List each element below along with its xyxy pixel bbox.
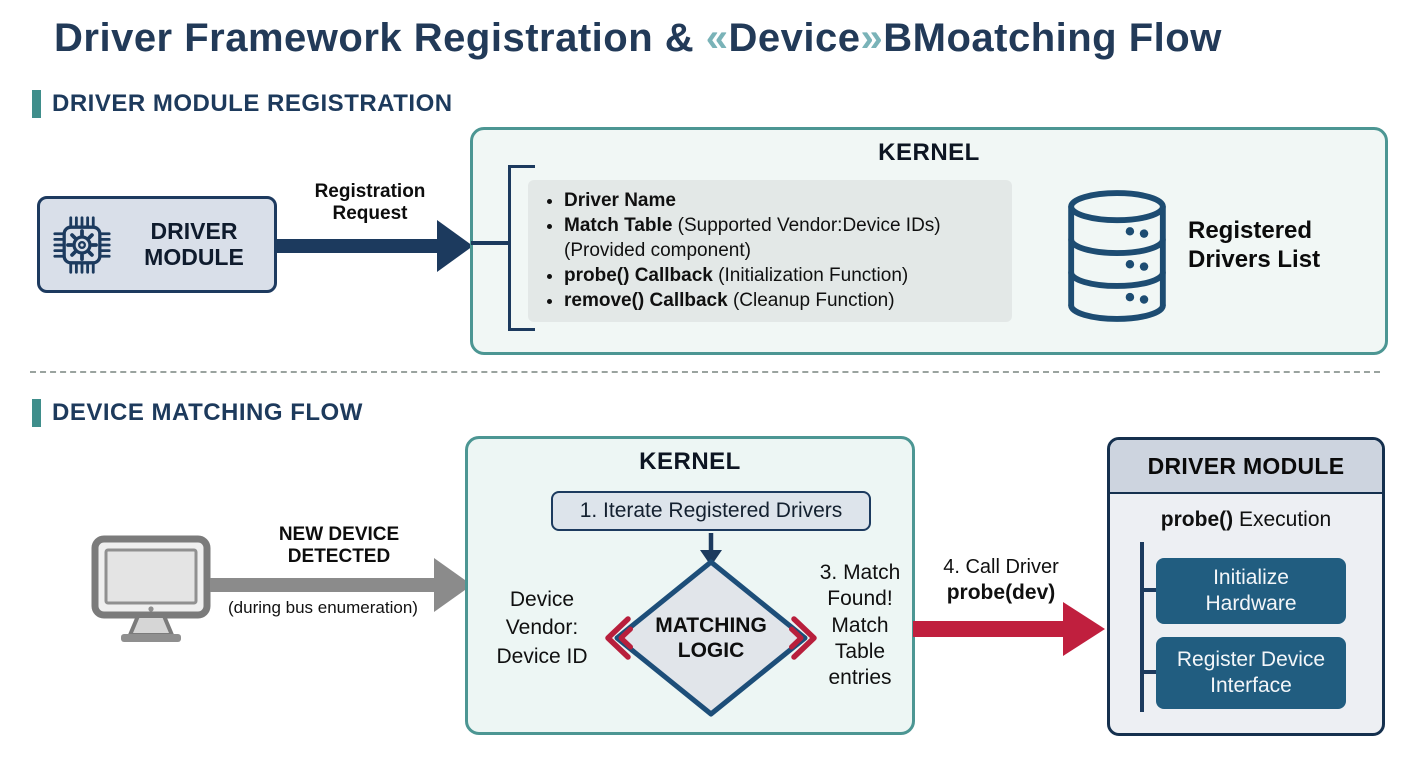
device-vendor-label: Device Vendor: Device ID — [496, 588, 588, 668]
chip-icon — [53, 215, 111, 274]
guillemet-open: « — [705, 16, 729, 60]
down-arrow — [700, 533, 722, 566]
bullet-rest: (Initialization Function) — [712, 265, 909, 286]
driver-module-box: DRIVER MODULE — [37, 196, 277, 293]
chevron-left-icon — [605, 616, 633, 660]
list-item: probe() Callback (Initialization Functio… — [564, 263, 1002, 288]
chevron-right-icon — [789, 616, 817, 660]
list-item: Match Table (Supported Vendor:Device IDs… — [564, 213, 1002, 263]
new-device-arrow — [210, 558, 472, 612]
iterate-drivers-step: 1. Iterate Registered Drivers — [551, 491, 871, 531]
call-probe-arrow — [913, 602, 1105, 656]
title-part2: BMoatching Flow — [883, 16, 1222, 60]
bullet-bold: Driver Name — [564, 190, 676, 211]
section2-accent-bar — [32, 399, 41, 427]
registered-drivers-label: Registered Drivers List — [1188, 217, 1321, 273]
page-title: Driver Framework Registration & «Device»… — [54, 16, 1222, 61]
bracket-stub — [471, 241, 509, 245]
registration-request-label: Registration Request — [314, 181, 426, 225]
bullet-rest: (Supported Vendor:Device IDs) — [672, 215, 941, 236]
monitor-icon — [91, 535, 211, 642]
register-device-interface-box: Register Device Interface — [1156, 637, 1346, 709]
title-part1: Driver Framework Registration & — [54, 16, 706, 60]
kernel2-title: KERNEL — [639, 448, 741, 475]
exec-bracket-line — [1140, 542, 1144, 712]
initialize-hardware-box: Initialize Hardware — [1156, 558, 1346, 624]
enumeration-note: (during bus enumeration) — [228, 598, 418, 617]
match-found-label: 3. Match Found! Match Table entries — [819, 561, 901, 689]
bullet-bold: Match Table — [564, 215, 673, 236]
driver-module-label: DRIVER MODULE — [144, 217, 244, 270]
registration-data-list: Driver Name Match Table (Supported Vendo… — [528, 180, 1012, 322]
probe-execution-label: probe() Execution — [1160, 508, 1332, 531]
probe-dev-label: probe(dev) — [946, 581, 1056, 604]
database-icon — [1068, 190, 1166, 322]
section1-header: DRIVER MODULE REGISTRATION — [52, 90, 453, 117]
bullet-bold: remove() Callback — [564, 290, 728, 311]
call-driver-label: 4. Call Driver probe(dev) — [925, 555, 1077, 606]
exec-bracket-stub — [1140, 588, 1156, 592]
section2-header: DEVICE MATCHING FLOW — [52, 399, 363, 426]
guillemet-close: » — [860, 16, 884, 60]
matching-logic-diamond — [614, 559, 808, 717]
list-item: remove() Callback (Cleanup Function) — [564, 288, 1002, 313]
registration-arrow — [275, 220, 473, 272]
bracket — [508, 165, 535, 331]
new-device-label: NEW DEVICE DETECTED — [278, 524, 400, 568]
bullet-subline: (Provided component) — [564, 240, 751, 261]
bullet-bold: probe() Callback — [564, 265, 713, 286]
kernel1-title: KERNEL — [878, 139, 980, 166]
title-device: Device — [728, 16, 861, 60]
section-divider — [30, 371, 1380, 373]
exec-bracket-stub — [1140, 670, 1156, 674]
matching-logic-label: MATCHING LOGIC — [655, 613, 767, 662]
bullet-rest: (Cleanup Function) — [727, 290, 895, 311]
section1-accent-bar — [32, 90, 41, 118]
list-item: Driver Name — [564, 188, 1002, 213]
driver-module-exec-title: DRIVER MODULE — [1110, 440, 1382, 494]
